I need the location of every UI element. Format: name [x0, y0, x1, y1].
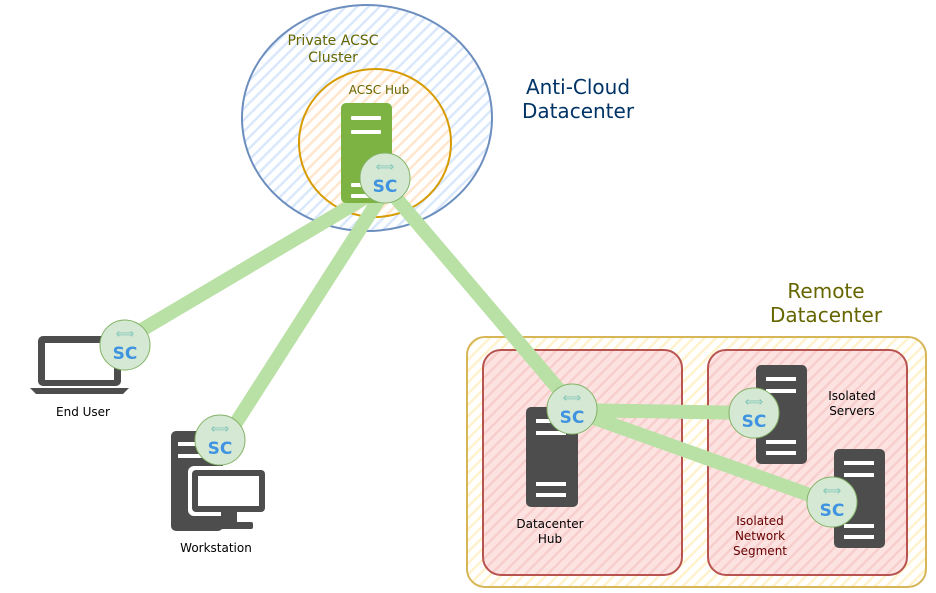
svg-text:⟺: ⟺ — [376, 160, 395, 175]
link-datacenter-hub — [378, 178, 579, 412]
workstation-label: Workstation — [180, 541, 252, 555]
svg-text:⟺: ⟺ — [823, 484, 842, 499]
link-end-user — [121, 183, 385, 345]
end-user-label: End User — [56, 405, 110, 419]
sc-badge-acsc-hub: ⟺ SC — [359, 152, 411, 204]
link-isolated-server-2 — [565, 403, 839, 510]
svg-text:⟺: ⟺ — [745, 395, 764, 410]
anti-cloud-label-line1: Anti-Cloud — [526, 75, 630, 99]
anti-cloud-label-line2: Datacenter — [522, 99, 635, 123]
remote-label-line1: Remote — [787, 279, 864, 303]
svg-text:⟺: ⟺ — [116, 327, 135, 342]
link-isolated-server-1 — [565, 403, 759, 420]
sc-badge-workstation: ⟺ SC — [194, 414, 246, 466]
svg-text:⟺: ⟺ — [563, 391, 582, 406]
svg-text:SC: SC — [742, 412, 767, 432]
isolated-segment-label-line3: Segment — [733, 544, 787, 558]
remote-label-line2: Datacenter — [770, 303, 883, 327]
private-cluster-label-line1: Private ACSC — [287, 33, 378, 49]
isolated-server-1-icon — [756, 365, 807, 464]
svg-text:SC: SC — [373, 177, 398, 197]
sc-badge-datacenter-hub: ⟺ SC — [546, 383, 598, 435]
isolated-segment-label-line2: Network — [735, 529, 785, 543]
svg-text:SC: SC — [208, 439, 233, 459]
sc-badge-end-user: ⟺ SC — [99, 319, 151, 371]
datacenter-hub-segment — [482, 349, 683, 576]
isolated-servers-label-line1: Isolated — [828, 389, 876, 403]
svg-text:SC: SC — [820, 501, 845, 521]
svg-text:SC: SC — [113, 344, 138, 364]
isolated-segment-label-line1: Isolated — [736, 514, 784, 528]
svg-text:SC: SC — [560, 408, 585, 428]
datacenter-hub-label-line1: Datacenter — [516, 517, 583, 531]
sc-badge-isolated-server-2: ⟺ SC — [806, 476, 858, 528]
isolated-servers-label-line2: Servers — [829, 404, 875, 418]
network-links — [121, 178, 839, 510]
private-cluster-label-line2: Cluster — [308, 50, 358, 66]
datacenter-hub-label-line2: Hub — [538, 532, 562, 546]
sc-badge-isolated-server-1: ⟺ SC — [728, 387, 780, 439]
link-workstation — [218, 183, 392, 447]
isolated-server-2-icon — [834, 449, 885, 548]
svg-text:⟺: ⟺ — [211, 422, 230, 437]
acsc-hub-label: ACSC Hub — [349, 83, 409, 97]
